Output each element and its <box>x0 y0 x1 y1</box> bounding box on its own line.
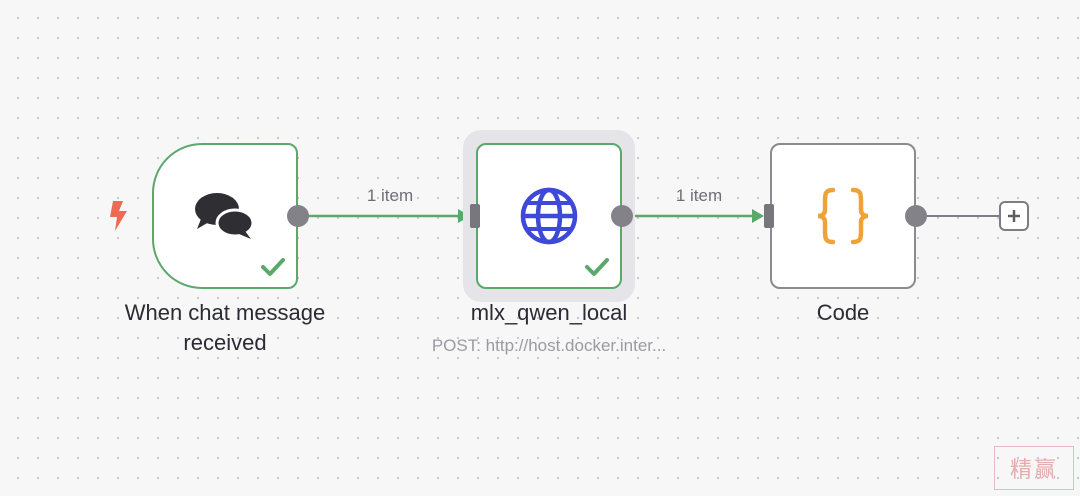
node-label-chat-trigger: When chat message received <box>124 300 326 355</box>
chat-bubbles-icon <box>195 193 255 239</box>
node-http-request[interactable] <box>476 143 622 289</box>
edge-label: 1 item <box>675 186 723 205</box>
trigger-bolt-icon <box>110 201 127 231</box>
node-subtitle-http: POST: http://host.docker.inter... <box>431 336 667 355</box>
plus-icon <box>1008 210 1020 222</box>
add-node-button[interactable] <box>999 201 1029 231</box>
node-code[interactable] <box>770 143 916 289</box>
node-label-http: mlx_qwen_local <box>470 300 628 325</box>
success-check-icon <box>585 258 609 276</box>
edge-label: 1 item <box>366 186 414 205</box>
node-chat-trigger[interactable] <box>152 143 298 289</box>
node-label-code: Code <box>816 300 870 325</box>
success-check-icon <box>261 258 285 276</box>
globe-icon <box>520 187 578 245</box>
curly-braces-icon <box>817 187 869 245</box>
output-handle[interactable] <box>287 205 309 227</box>
watermark-stamp: 精赢 <box>994 446 1074 490</box>
edge-arrow-icon <box>752 209 764 223</box>
